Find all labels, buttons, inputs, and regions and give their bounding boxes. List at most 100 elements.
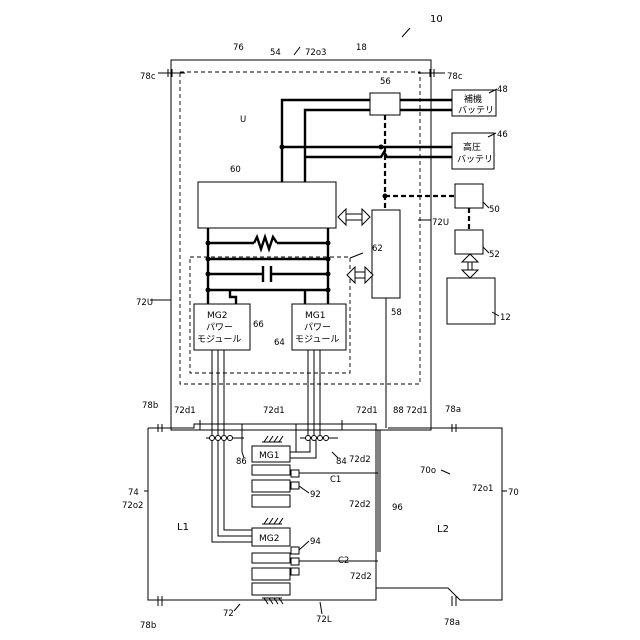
power-line-aux-1 — [282, 100, 370, 182]
label-78a-top: 78a — [445, 405, 461, 415]
label-12: 12 — [500, 313, 511, 323]
node — [280, 145, 285, 150]
power-line-hv-2 — [305, 152, 452, 157]
box-52 — [455, 230, 483, 254]
label-72d2-c: 72d2 — [350, 572, 372, 582]
label-72d1-a: 72d1 — [174, 406, 196, 416]
label-U: U — [240, 115, 246, 125]
leader — [320, 602, 322, 614]
box-50 — [455, 184, 483, 208]
label-78c-left: 78c — [140, 72, 156, 82]
double-arrow-60-58 — [338, 209, 370, 225]
sensor-c1 — [291, 470, 299, 477]
label-C1: C1 — [330, 475, 341, 485]
mg2-stack-3 — [252, 583, 290, 595]
mg2-label: MG2 — [259, 534, 279, 544]
node — [326, 257, 331, 262]
label-72: 72 — [223, 609, 234, 619]
resistor-symbol — [254, 237, 277, 249]
label-72L: 72L — [316, 615, 332, 625]
label-72d2-a: 72d2 — [349, 455, 371, 465]
label-72o2: 72o2 — [122, 501, 143, 511]
label-86: 86 — [236, 457, 247, 467]
node — [326, 288, 331, 293]
label-72d1-b: 72d1 — [263, 406, 285, 416]
mg1-stack-1 — [252, 465, 290, 475]
label-48: 48 — [497, 85, 508, 95]
node — [206, 241, 211, 246]
label-50: 50 — [489, 205, 500, 215]
label-46: 46 — [497, 130, 508, 140]
label-78c-right: 78c — [447, 72, 463, 82]
mg1-stack-2 — [252, 480, 290, 492]
mg1-module-line-2: パワー — [304, 322, 331, 333]
double-arrow-52-12 — [462, 254, 478, 278]
label-64: 64 — [274, 338, 285, 348]
sensor-94 — [291, 547, 299, 554]
node — [206, 288, 211, 293]
sensor-extra — [291, 568, 299, 575]
mg2-module-line-1: MG2 — [207, 311, 227, 321]
lower-housing-right — [376, 428, 502, 600]
leader — [299, 486, 309, 493]
mg1-output-lines — [308, 350, 320, 440]
mg2-stack-2 — [252, 568, 290, 580]
label-78a-bottom: 78a — [444, 618, 460, 628]
hatched-ground-symbol — [262, 518, 283, 524]
label-72d2-b: 72d2 — [349, 500, 371, 510]
leader — [441, 470, 450, 474]
node — [326, 272, 331, 277]
box-56 — [370, 93, 400, 115]
label-70: 70 — [508, 488, 519, 498]
flange-78a-bottom — [452, 596, 456, 606]
hatched-ground-symbol — [262, 436, 283, 442]
label-18: 18 — [356, 43, 367, 53]
terminal-84 — [296, 424, 338, 452]
label-66: 66 — [253, 320, 264, 330]
label-56: 56 — [380, 77, 391, 87]
mg1-feed — [290, 440, 310, 452]
mg2-module-line-2: パワー — [206, 322, 233, 333]
mg1-module-line-1: MG1 — [305, 311, 325, 321]
label-62: 62 — [372, 244, 383, 254]
label-72d1-c: 72d1 — [356, 406, 378, 416]
mg1-feed-2 — [290, 440, 316, 458]
mg2-module-line-3: モジュール — [197, 335, 241, 345]
label-72o3: 72o3 — [305, 48, 326, 58]
label-94: 94 — [310, 537, 321, 547]
label-70o: 70o — [420, 466, 436, 476]
label-74: 74 — [128, 488, 139, 498]
mg1-label: MG1 — [259, 451, 279, 461]
label-78b-bottom: 78b — [140, 621, 156, 631]
leader — [299, 541, 309, 550]
fig-ref: 10 — [430, 14, 443, 25]
flange-78b-bottom — [158, 596, 162, 606]
label-72o1: 72o1 — [472, 484, 493, 494]
label-92: 92 — [310, 490, 321, 500]
hatched-ground-symbol — [262, 598, 283, 604]
node — [206, 272, 211, 277]
hv-battery-line-2: バッテリ — [457, 154, 493, 165]
mg2-output-lines — [212, 350, 252, 542]
label-58: 58 — [391, 308, 402, 318]
bolt-right — [336, 420, 348, 430]
leader — [332, 452, 338, 458]
leader — [234, 604, 240, 611]
label-54: 54 — [270, 48, 281, 58]
leader — [294, 47, 300, 55]
label-96: 96 — [392, 503, 403, 513]
box-12 — [447, 278, 495, 324]
mg2-stack-1 — [252, 553, 290, 563]
mg1-module-line-3: モジュール — [295, 335, 339, 345]
aux-battery-line-1: 補機 — [464, 93, 482, 105]
label-60: 60 — [230, 165, 241, 175]
node — [206, 257, 211, 262]
label-84: 84 — [336, 457, 347, 467]
label-88: 88 — [393, 406, 404, 416]
bolt-left — [194, 420, 206, 430]
label-78b-top: 78b — [142, 401, 158, 411]
leader — [350, 253, 363, 258]
box-58 — [372, 210, 400, 298]
leader — [402, 28, 410, 37]
